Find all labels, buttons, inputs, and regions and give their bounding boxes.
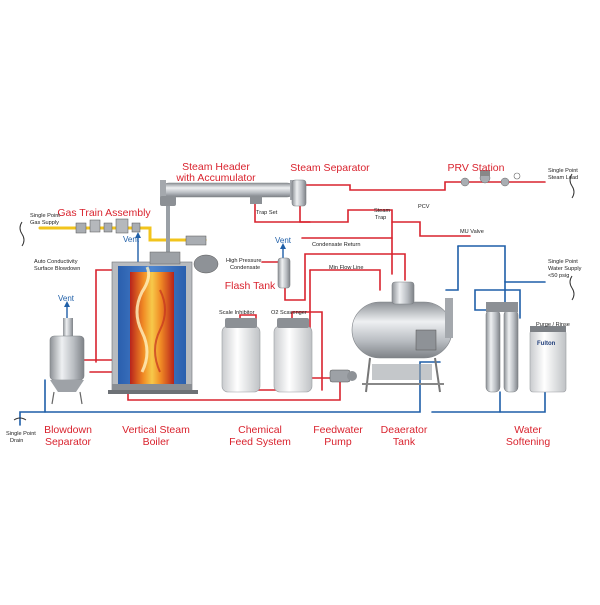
mu-to-da-line [445,245,459,291]
scale-inhibitor-label: Scale Inhibitor [219,310,255,316]
gas-train-label: Gas Train Assembly [57,207,151,219]
steam-trap-label-1: Steam [374,208,391,214]
condensate-return-label: Condensate Return [312,242,361,248]
trap-set-line [254,197,311,223]
surface-blowdown-line [95,269,113,363]
water-supply-label-1: Single Point [548,259,578,265]
prv-station-label: PRV Station [447,162,504,174]
blowdown-separator-label-2: Separator [45,436,92,448]
auto-conductivity-label-1: Auto Conductivity [34,259,78,265]
hp-condensate-label-2: Condensate [230,265,260,271]
pcv-line [391,221,471,237]
water-supply-brace [569,275,575,301]
mu-valve-label: MU Valve [460,229,484,235]
steam-load-brace [569,173,575,199]
scale-inhibitor-line [239,314,301,391]
softener-line [474,289,521,319]
vertical-steam-boiler [108,251,219,394]
water-softening-label-2: Softening [506,436,551,448]
min-flow-return [309,269,341,379]
min-flow-line [309,269,381,291]
deaerator-label-1: Deaerator [381,424,428,436]
drain-label-2: Drain [10,438,23,444]
o2-scavenger-line [291,311,323,391]
vertical-boiler-label-2: Boiler [143,436,170,448]
steam-header-label-2: with Accumulator [175,172,256,184]
trap-set-label: Trap Set [256,210,278,216]
gas-supply-label-2: Gas Supply [30,220,59,226]
steam-trap-label-2: Trap [375,215,386,221]
water-supply-label-3: <50 psig [548,273,569,279]
steam-separator [291,179,307,207]
water-supply-line [504,281,546,306]
min-flow-line-label: Min Flow Line [329,265,364,271]
chemical-feed-label-1: Chemical [238,424,282,436]
steam-separator-label: Steam Separator [290,162,370,174]
water-softening-label-1: Water [514,424,542,436]
prv-station [460,170,521,187]
drain-line [19,361,441,426]
blowdown-separator-label-1: Blowdown [44,424,92,436]
vent-label-flash: Vent [275,236,292,245]
deaerator-tank [351,281,453,393]
flash-tank [277,257,291,289]
purge-rinse-label: Purge / Rinse [536,322,570,328]
gas-supply-label-1: Single Point [30,213,60,219]
gas-supply-brace [19,221,25,247]
o2-scavenger-label: O2 Scavenger [271,310,307,316]
brand-label: Fulton [537,341,556,347]
deaerator-label-2: Tank [393,436,416,448]
mu-valve-line [457,245,506,283]
steam-separator-line [299,199,393,275]
blowdown-separator [49,318,85,405]
auto-conductivity-label-2: Surface Blowdown [34,266,80,272]
drain-label-1: Single Point [6,431,36,437]
drain-brace [13,417,27,421]
vent-label-boiler: Vent [123,235,140,244]
feedwater-pump [329,369,357,383]
flash-tank-label: Flash Tank [225,280,276,292]
softener-purge-line [431,391,546,413]
water-softening [485,302,567,393]
chemical-feed-label-2: Feed System [229,436,291,448]
steam-header-label-1: Steam Header [182,161,250,173]
steam-load-label-1: Single Point [548,168,578,174]
feedwater-pump-label-2: Pump [324,436,352,448]
pcv-label: PCV [418,204,430,210]
flash-to-da-line [284,253,406,301]
steam-load-label-2: Steam Load [548,175,578,181]
chemical-feed-system [221,318,313,393]
water-supply-label-2: Water Supply [548,266,582,272]
gas-train-assembly [75,218,207,246]
hp-condensate-label-1: High Pressure [226,258,261,264]
feedwater-pump-label-1: Feedwater [313,424,363,436]
vertical-boiler-label-1: Vertical Steam [122,424,190,436]
vent-label-blowdown: Vent [58,294,75,303]
vent-arrows [64,232,286,307]
